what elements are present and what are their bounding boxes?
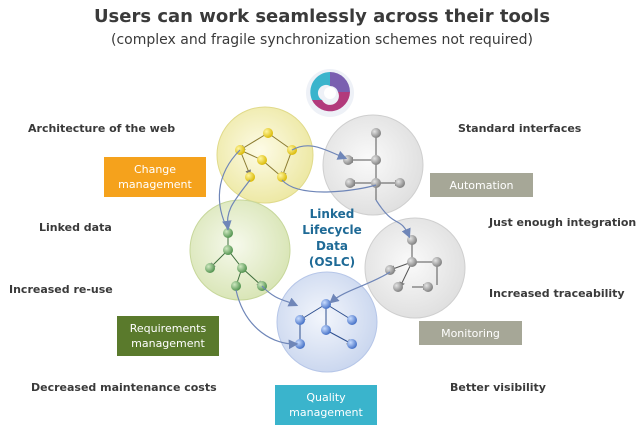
- cross-links: [218, 145, 411, 350]
- node: [295, 339, 305, 349]
- page-title: Users can work seamlessly across their t…: [93, 6, 551, 27]
- node: [423, 282, 433, 292]
- node: [277, 172, 287, 182]
- benefit-visibility: Better visibility: [450, 381, 546, 394]
- node: [393, 282, 403, 292]
- node: [223, 228, 233, 238]
- oslc-logo: [306, 69, 354, 117]
- node: [371, 155, 381, 165]
- node: [295, 315, 305, 325]
- node: [371, 128, 381, 138]
- benefit-maintenance: Decreased maintenance costs: [31, 381, 217, 394]
- node: [321, 325, 331, 335]
- benefit-standard-interfaces: Standard interfaces: [458, 122, 582, 135]
- benefit-architecture: Architecture of the web: [28, 122, 176, 135]
- node: [345, 178, 355, 188]
- node: [395, 178, 405, 188]
- node: [245, 172, 255, 182]
- monitoring-circle: [364, 217, 466, 319]
- center-label: Linked Lifecycle Data (OSLC): [302, 207, 362, 269]
- automation-box: Automation: [430, 173, 533, 197]
- node: [237, 263, 247, 273]
- monitoring-box: Monitoring: [419, 321, 522, 345]
- benefit-reuse: Increased re-use: [9, 283, 113, 296]
- node: [205, 263, 215, 273]
- node: [432, 257, 442, 267]
- node: [385, 265, 395, 275]
- page-subtitle: (complex and fragile synchronization sch…: [111, 32, 533, 48]
- node: [407, 235, 417, 245]
- benefit-linked-data: Linked data: [39, 221, 112, 234]
- node: [263, 128, 273, 138]
- node: [347, 315, 357, 325]
- node: [407, 257, 417, 267]
- change-management-circle: [216, 106, 314, 204]
- node: [343, 155, 353, 165]
- node: [257, 155, 267, 165]
- node: [223, 245, 233, 255]
- quality-circle: [276, 271, 378, 373]
- node: [231, 281, 241, 291]
- node: [321, 299, 331, 309]
- requirements-circle: [189, 199, 291, 301]
- benefit-traceability: Increased traceability: [489, 287, 625, 300]
- benefit-integration: Just enough integration: [489, 216, 637, 229]
- node: [347, 339, 357, 349]
